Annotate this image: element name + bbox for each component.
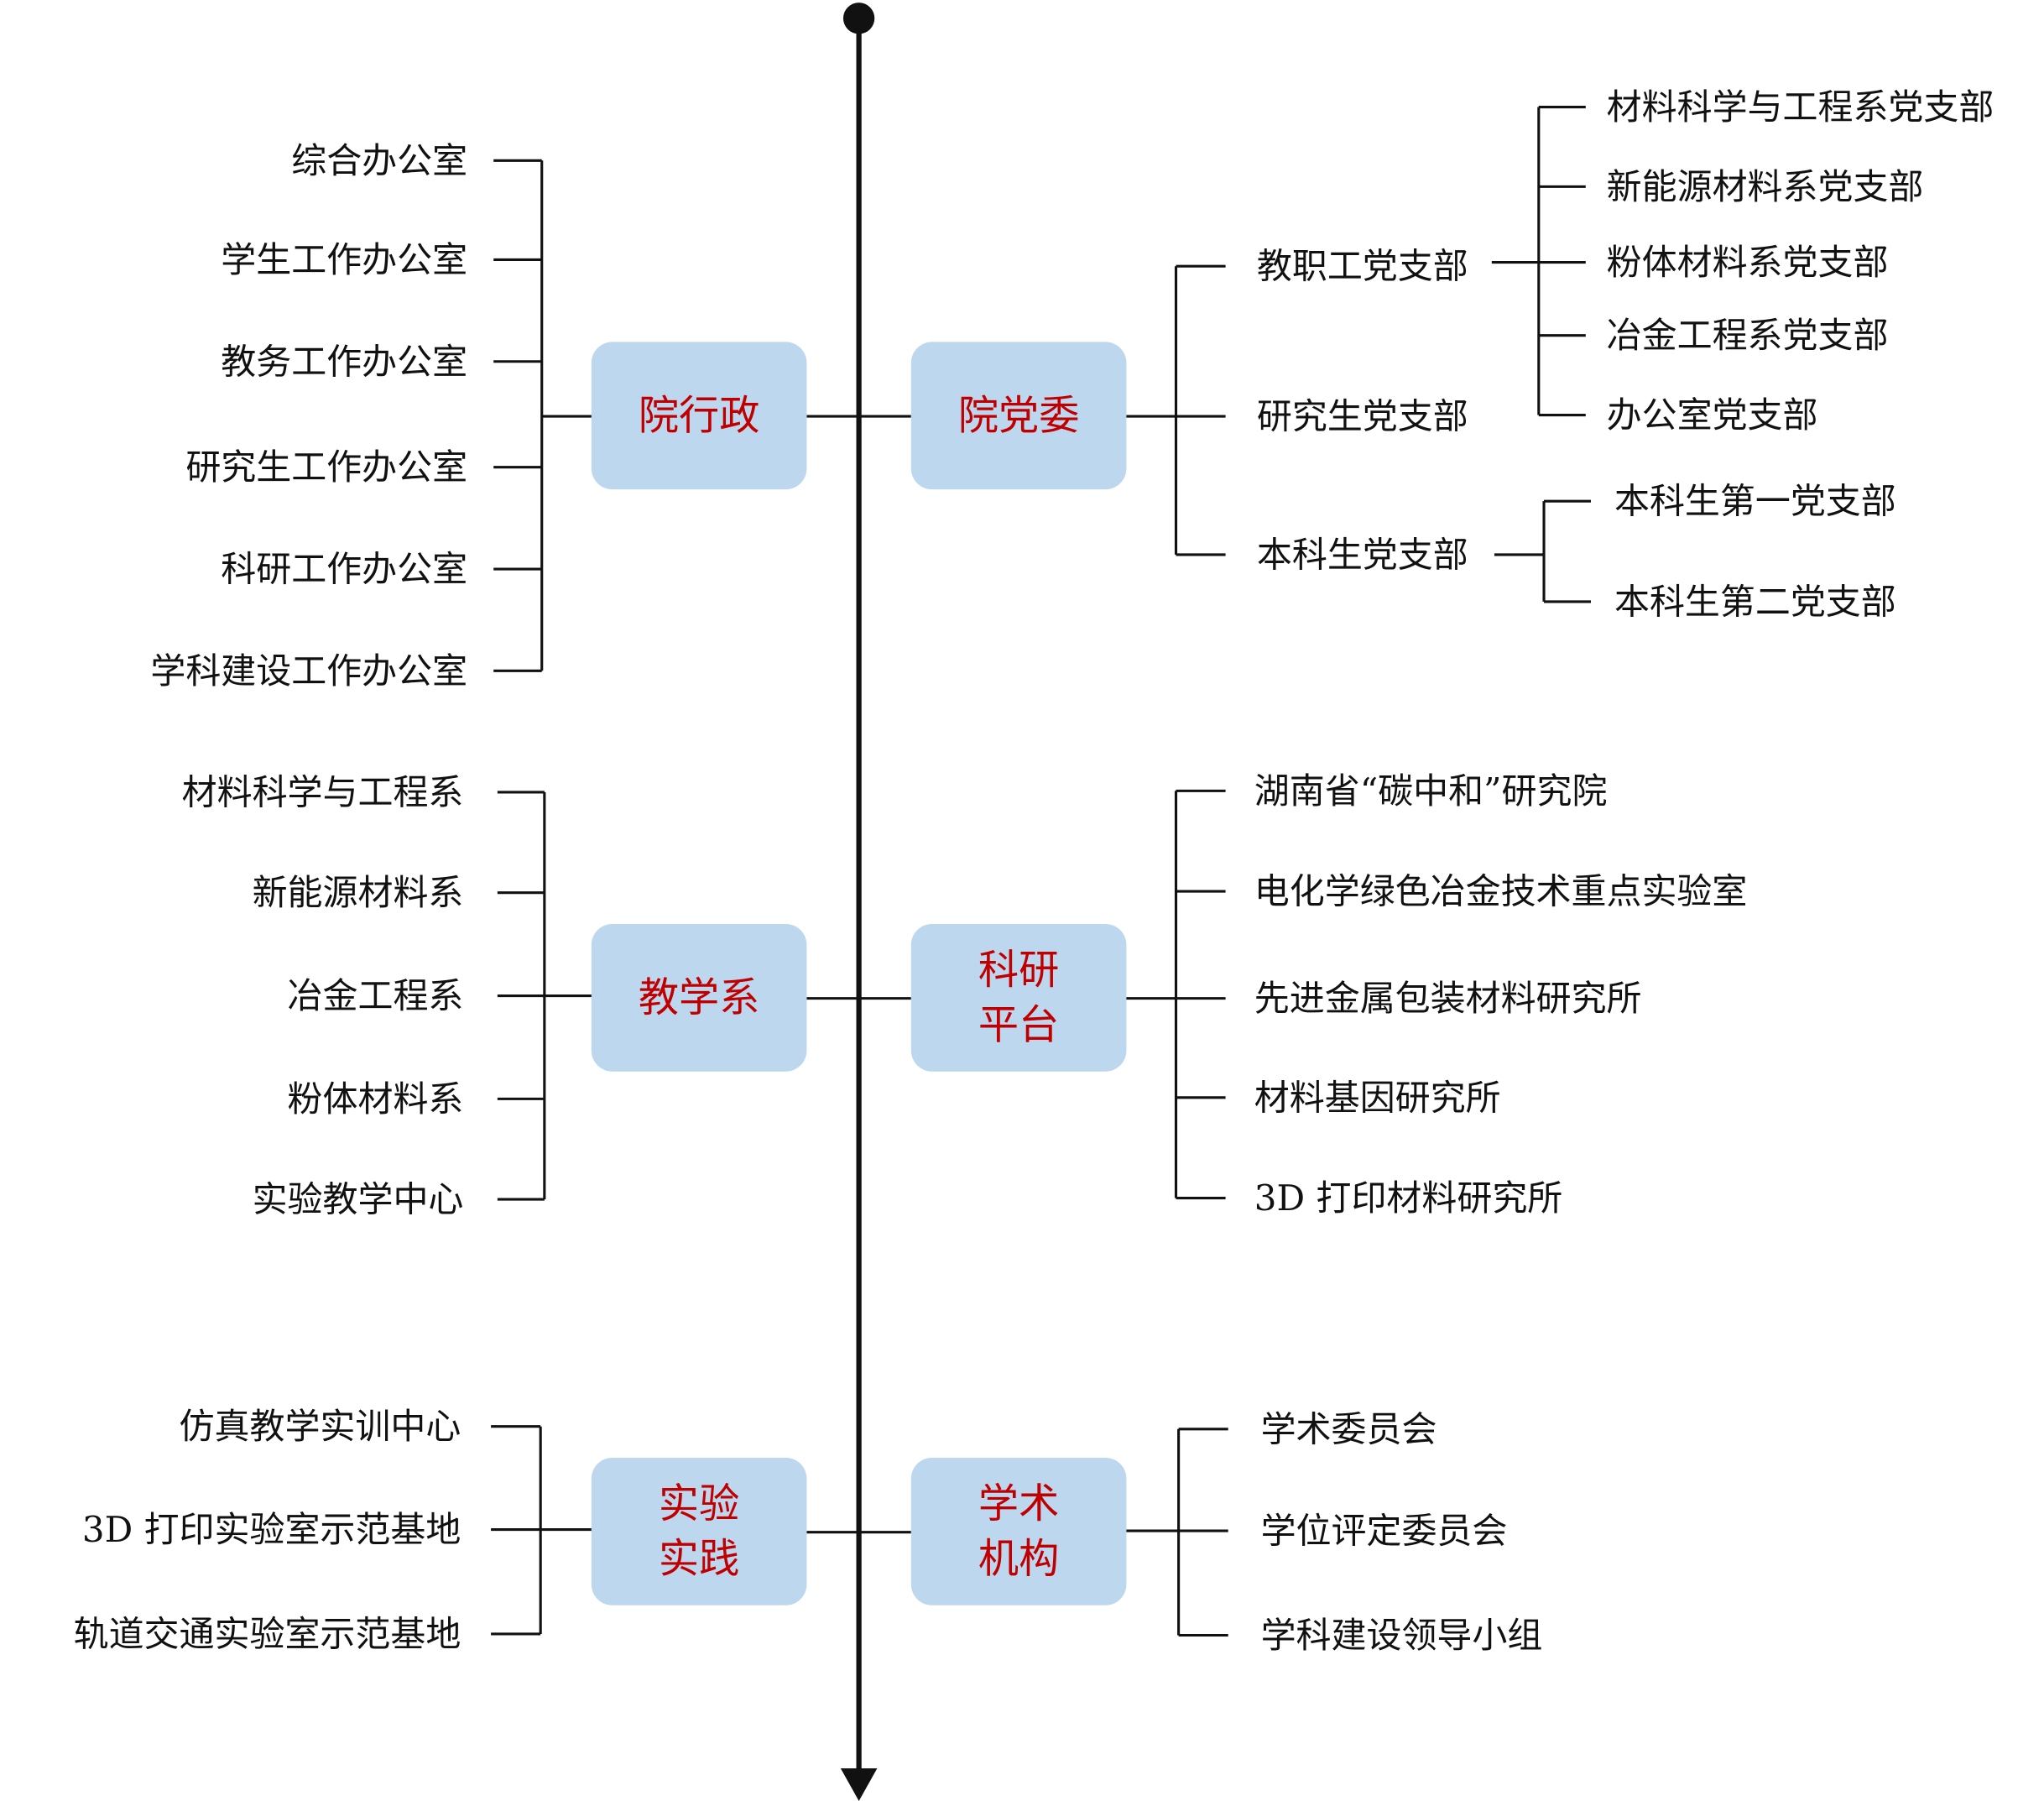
hub-label-academic: 学术 — [978, 1480, 1059, 1527]
hub-label-party: 院党委 — [958, 392, 1080, 439]
party-sub-branch: 办公室党支部 — [1607, 394, 1818, 436]
party-sub-branch: 材料科学与工程系党支部 — [1607, 86, 1994, 128]
list-item-academic: 学术委员会 — [1261, 1408, 1437, 1449]
list-item-research: 材料基因研究所 — [1254, 1077, 1501, 1118]
party-sub-branch: 新能源材料系党支部 — [1607, 166, 1924, 207]
list-item-teaching: 实验教学中心 — [253, 1179, 464, 1220]
list-item-academic: 学科建设领导小组 — [1261, 1615, 1543, 1656]
party-branch-label: 教职工党支部 — [1257, 246, 1468, 287]
list-item-teaching: 冶金工程系 — [288, 975, 464, 1016]
list-item-admin: 综合办公室 — [291, 140, 467, 181]
party-branch-label: 本科生党支部 — [1257, 534, 1468, 575]
hub-label-practice: 实践 — [659, 1536, 739, 1583]
list-item-admin: 科研工作办公室 — [221, 549, 467, 590]
list-item-academic: 学位评定委员会 — [1261, 1511, 1508, 1552]
party-sub-branch: 冶金工程系党支部 — [1607, 315, 1889, 356]
list-item-teaching: 材料科学与工程系 — [182, 771, 464, 812]
hub-box-party — [910, 342, 1127, 490]
axis-arrow-head — [840, 1768, 878, 1801]
list-item-research: 电化学绿色冶金技术重点实验室 — [1254, 871, 1748, 912]
party-branch-label: 研究生党支部 — [1257, 396, 1468, 437]
list-item-research: 先进金属包装材料研究所 — [1254, 978, 1642, 1019]
list-item-admin: 研究生工作办公室 — [185, 446, 467, 488]
hub-box-practice — [591, 1458, 807, 1605]
axis-start-dot — [842, 3, 875, 34]
hub-label-research: 平台 — [978, 1002, 1059, 1049]
list-item-admin: 教务工作办公室 — [221, 341, 467, 382]
list-item-admin: 学生工作办公室 — [221, 239, 467, 280]
hub-label-practice: 实验 — [659, 1480, 739, 1527]
hub-box-research — [910, 923, 1127, 1072]
list-item-practice: 3D 打印实验室示范基地 — [82, 1509, 461, 1550]
hub-label-academic: 机构 — [978, 1536, 1059, 1583]
party-sub-branch: 本科生第一党支部 — [1614, 481, 1896, 522]
list-item-teaching: 粉体材料系 — [288, 1078, 464, 1120]
hub-box-teaching — [591, 923, 807, 1072]
list-item-practice: 仿真教学实训中心 — [180, 1406, 461, 1447]
list-item-research: 3D 打印材料研究所 — [1254, 1177, 1562, 1219]
list-item-practice: 轨道交通实验室示范基地 — [74, 1613, 461, 1654]
hub-box-admin — [591, 342, 807, 490]
hub-box-academic — [910, 1458, 1127, 1605]
party-sub-branch: 粉体材料系党支部 — [1607, 242, 1889, 283]
list-item-research: 湖南省“碳中和”研究院 — [1254, 770, 1608, 812]
list-item-admin: 学科建设工作办公室 — [150, 650, 467, 692]
party-sub-branch: 本科生第二党支部 — [1614, 581, 1896, 622]
hub-label-admin: 院行政 — [639, 392, 760, 439]
hub-label-research: 科研 — [978, 947, 1059, 994]
list-item-teaching: 新能源材料系 — [253, 872, 464, 913]
hub-label-teaching: 教学系 — [639, 974, 760, 1021]
